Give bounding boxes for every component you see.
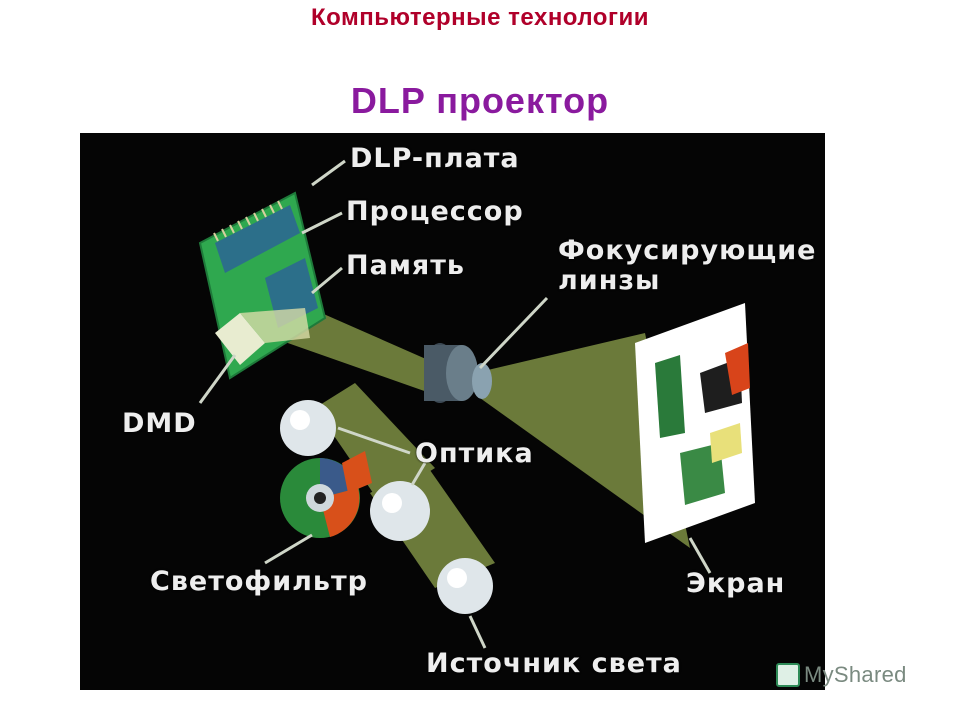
myshared-logo-icon (776, 663, 800, 687)
label-light-source: Источник света (426, 648, 682, 679)
processor-pins (213, 200, 283, 242)
label-dlp-board: DLP-плата (350, 143, 520, 174)
label-memory: Память (346, 250, 465, 281)
color-filter-wheel (280, 451, 372, 538)
optics-lens-middle (370, 481, 430, 541)
processor-chip-shape (215, 205, 300, 273)
label-color-filter: Светофильтр (150, 566, 368, 597)
projection-cone (475, 333, 690, 548)
dlp-diagram: DLP-плата Процессор Память Фокусирующие … (80, 133, 825, 690)
label-focus-lens-line1: Фокусирующие (558, 235, 817, 266)
watermark: MyShared (776, 660, 907, 690)
label-processor: Процессор (346, 196, 524, 227)
watermark-text: MyShared (804, 662, 907, 687)
focus-lens-shape (424, 343, 492, 403)
screen-shape (635, 303, 755, 543)
diagram-artwork (198, 159, 755, 649)
label-screen: Экран (686, 568, 786, 599)
label-dmd: DMD (122, 408, 197, 439)
leader-lines (198, 159, 712, 649)
optics-lens-upper (280, 400, 336, 456)
slide-title: DLP проектор (350, 80, 610, 121)
dmd-glow (240, 308, 310, 343)
label-focus-lens-line2: линзы (558, 265, 661, 296)
label-optics: Оптика (415, 438, 534, 469)
light-source-bulb (437, 558, 493, 614)
light-beam-middle (315, 383, 435, 503)
header-title: Компьютерные технологии (311, 4, 649, 31)
dmd-chip-shape (215, 313, 265, 365)
